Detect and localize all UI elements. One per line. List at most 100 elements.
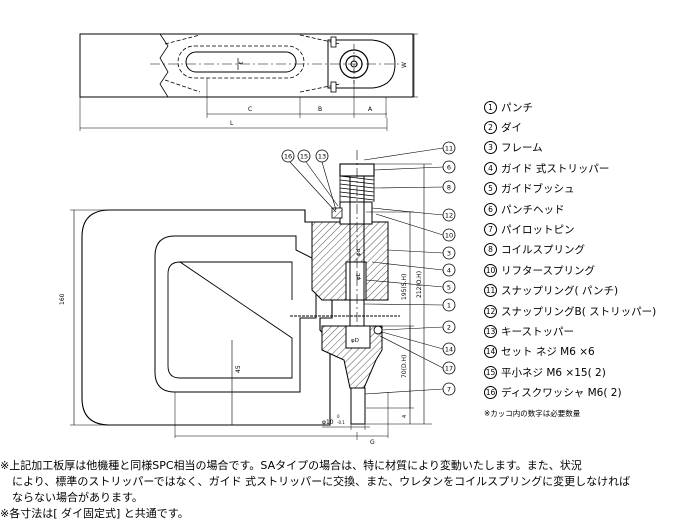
part-number: 15 bbox=[484, 365, 497, 379]
die-insert bbox=[345, 325, 371, 349]
adjust-slot bbox=[185, 51, 297, 73]
part-number: 13 bbox=[484, 324, 497, 338]
top-view-break-line bbox=[159, 33, 169, 98]
dim-height: 160 bbox=[59, 293, 66, 305]
dim-b: B bbox=[318, 106, 322, 113]
balloon-13: 13 bbox=[315, 149, 337, 211]
part-name: ガイド 式ストリッパー bbox=[501, 162, 610, 175]
part-number: 1 bbox=[484, 100, 497, 114]
part-name: ガイドブッシュ bbox=[501, 183, 575, 196]
part-name: 平小ネジ M6 ×15( 2) bbox=[501, 366, 606, 379]
balloon-11: 11 bbox=[363, 141, 456, 161]
part-item: 13 キーストッパー bbox=[484, 321, 656, 341]
top-view: t W C B A L bbox=[79, 33, 418, 131]
balloon-14: 14 bbox=[381, 331, 456, 356]
part-number: 11 bbox=[484, 284, 497, 298]
dim-depth: 45 bbox=[235, 365, 242, 373]
svg-text:3: 3 bbox=[447, 250, 451, 258]
part-name: パンチ bbox=[501, 101, 534, 114]
svg-text:17: 17 bbox=[445, 365, 453, 373]
part-name: ダイ bbox=[501, 122, 522, 135]
guide-bush bbox=[345, 261, 367, 301]
note-line: ※各寸法は[ ダイ固定式] と共通です。 bbox=[0, 507, 189, 520]
dim-dh: 70(D.H) bbox=[401, 355, 408, 378]
top-view-screw-a bbox=[330, 36, 337, 48]
part-name: セット ネジ M6 ×6 bbox=[501, 346, 595, 359]
part-number: 10 bbox=[484, 263, 497, 277]
dim-shank-tol-lower: -0.1 bbox=[337, 420, 345, 425]
svg-text:10: 10 bbox=[445, 232, 453, 240]
balloon-1: 1 bbox=[363, 298, 456, 312]
top-view-hidden-edges bbox=[164, 34, 341, 93]
svg-text:7: 7 bbox=[447, 386, 451, 394]
dim-oh: 212(O.H) bbox=[416, 271, 423, 298]
note-line: ※上記加工板厚は他機種と同様SPC相当の場合です。SAタイプの場合は、特に材質に… bbox=[0, 459, 582, 472]
dim-w: W bbox=[401, 62, 408, 68]
note-line: により、標準のストリッパーではなく、ガイド 式ストリッパーに交換、また、ウレタン… bbox=[12, 475, 631, 488]
balloon-7: 7 bbox=[364, 382, 456, 396]
dim-g: G bbox=[370, 439, 375, 446]
key-stopper bbox=[331, 207, 343, 219]
section-view: φd φE φD 16 15 13 11 bbox=[59, 141, 456, 446]
part-name: コイルスプリング bbox=[501, 244, 585, 257]
frame-inner-throat bbox=[154, 235, 317, 393]
part-name: パンチヘッド bbox=[501, 203, 565, 216]
part-name: フレーム bbox=[501, 142, 543, 155]
part-name: スナップリング( パンチ) bbox=[501, 285, 619, 298]
svg-text:8: 8 bbox=[447, 184, 451, 192]
svg-text:14: 14 bbox=[445, 346, 453, 354]
part-name: ディスクワッシャ M6( 2) bbox=[501, 387, 622, 400]
svg-text:1: 1 bbox=[447, 302, 451, 310]
svg-text:15: 15 bbox=[300, 153, 308, 161]
part-item: 14 セット ネジ M6 ×6 bbox=[484, 342, 656, 362]
part-item: 2 ダイ bbox=[484, 117, 656, 137]
note-line: ならない場合があります。 bbox=[12, 491, 143, 504]
part-number: 12 bbox=[484, 304, 497, 318]
svg-text:11: 11 bbox=[445, 145, 453, 153]
quantity-footnote: ※カッコ内の数字は必要数量 bbox=[484, 409, 581, 418]
dim-shank: φ10 bbox=[322, 419, 334, 426]
part-number: 2 bbox=[484, 121, 497, 135]
dim-shank-tol-upper: 0 bbox=[337, 414, 340, 419]
balloon-12: 12 bbox=[371, 207, 456, 222]
svg-text:4: 4 bbox=[447, 267, 451, 275]
balloon-2: 2 bbox=[381, 320, 456, 334]
dim-t: t bbox=[238, 61, 245, 64]
svg-text:16: 16 bbox=[284, 153, 292, 161]
balloon-10: 10 bbox=[375, 213, 456, 242]
part-item: 4 ガイド 式ストリッパー bbox=[484, 158, 656, 178]
frame-inner-pocket bbox=[167, 261, 293, 379]
dim-c: C bbox=[248, 106, 252, 113]
svg-text:2: 2 bbox=[447, 324, 451, 332]
svg-text:6: 6 bbox=[447, 164, 451, 172]
frame-outline bbox=[81, 209, 333, 426]
part-name: キーストッパー bbox=[501, 325, 574, 338]
label-phi-e: φE bbox=[356, 272, 362, 280]
part-item: 6 パンチヘッド bbox=[484, 199, 656, 219]
label-phi-dd: φD bbox=[351, 338, 359, 344]
balloon-4: 4 bbox=[371, 261, 456, 277]
balloon-6: 6 bbox=[373, 160, 456, 174]
balloon-8: 8 bbox=[373, 180, 456, 194]
guide-stripper bbox=[339, 201, 373, 225]
part-number: 6 bbox=[484, 202, 497, 216]
svg-text:13: 13 bbox=[318, 153, 326, 161]
part-number: 4 bbox=[484, 161, 497, 175]
set-screw bbox=[373, 325, 383, 335]
part-name: リフタースプリング bbox=[501, 264, 595, 277]
dim-l: L bbox=[230, 120, 234, 127]
part-number: 14 bbox=[484, 345, 497, 359]
technical-drawing: t W C B A L bbox=[59, 33, 456, 446]
balloon-16: 16 bbox=[281, 149, 337, 213]
label-phi-d: φd bbox=[356, 249, 362, 256]
dim-bottom-t: 4 bbox=[402, 415, 408, 418]
part-item: 3 フレーム bbox=[484, 138, 656, 158]
part-item: 1 パンチ bbox=[484, 97, 656, 117]
part-number: 3 bbox=[484, 141, 497, 155]
punch-head-outline bbox=[327, 39, 396, 89]
